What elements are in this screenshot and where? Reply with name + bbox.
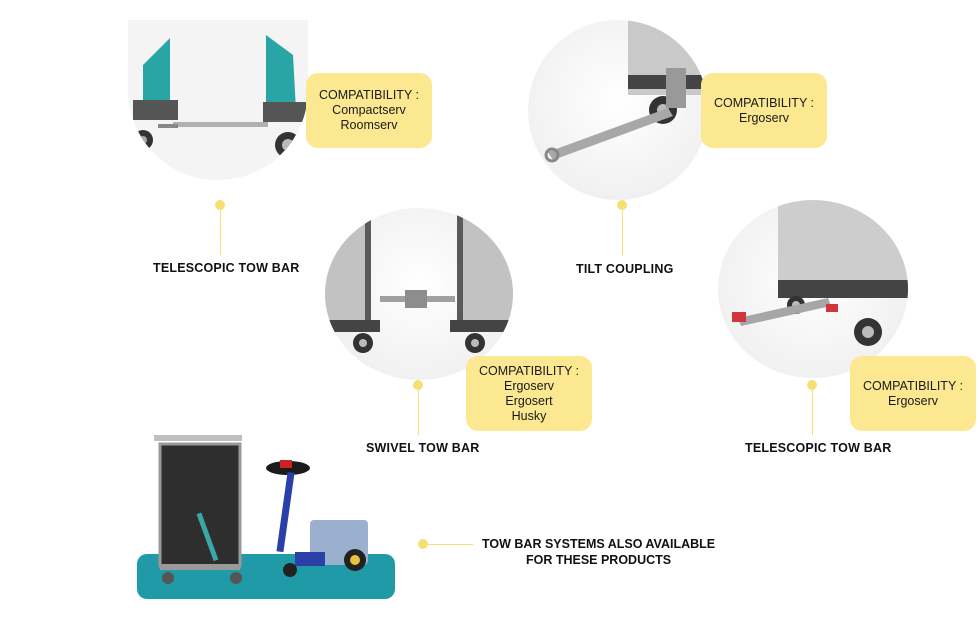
connector-dot [215,200,225,210]
connector-line [220,210,221,255]
connector-dot [413,380,423,390]
item-label: TILT COUPLING [576,262,674,276]
compatibility-title: COMPATIBILITY : [478,363,580,378]
compatibility-title: COMPATIBILITY : [318,88,420,102]
footer-caption: TOW BAR SYSTEMS ALSO AVAILABLE FOR THESE… [482,536,715,568]
item-label: SWIVEL TOW BAR [366,441,480,455]
telescopic-tow-bar-2-image [718,200,908,378]
connector-dot [418,539,428,549]
products-image [150,432,380,592]
compatibility-title: COMPATIBILITY : [862,378,964,393]
footer-caption-line2: FOR THESE PRODUCTS [525,553,672,567]
compatibility-product: Ergoserv [887,393,939,408]
compatibility-product: Compactserv [332,103,406,117]
connector-dot [617,200,627,210]
connector-dot [807,380,817,390]
compatibility-badge-3: COMPATIBILITY : Ergoserv Ergosert Husky [466,356,592,431]
compatibility-product: Husky [511,408,547,423]
compatibility-product: Roomserv [340,118,398,132]
compatibility-product: Ergoserv [738,110,790,125]
tilt-coupling-image [528,20,708,200]
compatibility-title: COMPATIBILITY : [713,95,815,110]
connector-line [622,210,623,255]
connector-line [418,390,419,435]
compatibility-product: Ergoserv [503,378,555,393]
connector-line [812,390,813,435]
compatibility-badge-4: COMPATIBILITY : Ergoserv [850,356,976,431]
swivel-tow-bar-image [325,208,513,380]
item-label: TELESCOPIC TOW BAR [745,441,892,455]
compatibility-badge-1: COMPATIBILITY : Compactserv Roomserv [306,73,432,148]
connector-line [428,544,473,545]
footer-caption-line1: TOW BAR SYSTEMS ALSO AVAILABLE [482,537,716,551]
compatibility-product: Ergosert [505,393,553,408]
compatibility-badge-2: COMPATIBILITY : Ergoserv [701,73,827,148]
item-label: TELESCOPIC TOW BAR [153,261,300,275]
telescopic-tow-bar-image [128,20,308,180]
